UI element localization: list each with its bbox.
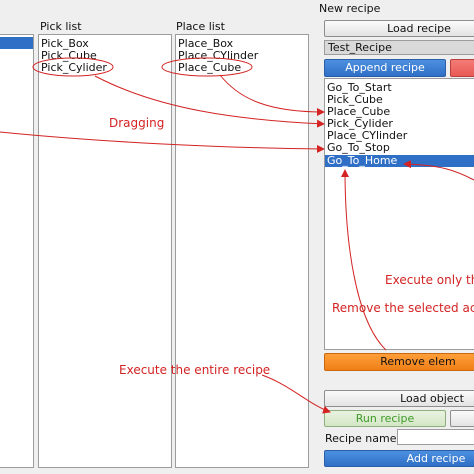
recipe-name-display: Test_Recipe [324, 40, 474, 55]
annotation-execute-only: Execute only the [385, 273, 474, 287]
recipe-step-selected-row[interactable]: Go_To_Home [325, 155, 474, 167]
annotation-dragging: Dragging [109, 116, 165, 130]
place-list-panel[interactable]: Place_Box Place_CYlinder Place_Cube [175, 34, 309, 468]
remove-element-button[interactable]: Remove elem [324, 353, 474, 371]
recipe-name-text: Test_Recipe [328, 41, 392, 54]
pick-list-panel[interactable]: Pick_Box Pick_Cube Pick_Cylider [38, 34, 172, 468]
place-list-header: Place list [176, 20, 225, 33]
recipe-name-label: Recipe name: [325, 432, 401, 445]
annotation-execute-entire: Execute the entire recipe [119, 363, 271, 377]
append-recipe-button[interactable]: Append recipe [324, 59, 446, 77]
pick-list-header: Pick list [40, 20, 82, 33]
recipe-name-input[interactable] [397, 429, 474, 445]
recipe-steps-panel[interactable]: Go_To_Start Pick_Cube Place_Cube Pick_Cy… [324, 78, 474, 350]
left-list-panel[interactable] [0, 34, 34, 468]
load-recipe-button[interactable]: Load recipe [324, 20, 474, 37]
delete-recipe-button[interactable] [450, 59, 474, 77]
recipe-step-selected-label: Go_To_Home [327, 154, 398, 167]
place-list-item[interactable]: Place_Cube [178, 61, 242, 74]
pick-list-item[interactable]: Pick_Cylider [41, 61, 107, 74]
add-recipe-button[interactable]: Add recipe [324, 450, 474, 467]
place-list-item[interactable]: Place_Box [178, 37, 234, 50]
load-objects-button[interactable]: Load object [324, 390, 474, 407]
run-recipe-button[interactable]: Run recipe [324, 410, 446, 427]
new-recipe-header: New recipe [319, 2, 381, 15]
stop-recipe-button[interactable] [450, 410, 474, 427]
recipe-step-item[interactable]: Go_To_Stop [327, 141, 390, 154]
recipe-step-item[interactable]: Place_CYlinder [327, 129, 408, 142]
recipe-step-item[interactable]: Go_To_Start [327, 81, 392, 94]
recipe-step-item[interactable]: Place_Cube [327, 105, 391, 118]
pick-list-item[interactable]: Pick_Box [41, 37, 89, 50]
annotation-remove-selected: Remove the selected acti [332, 301, 474, 315]
left-list-selected-row[interactable] [0, 37, 33, 49]
recipe-step-item[interactable]: Pick_Cube [327, 93, 383, 106]
recipe-step-item[interactable]: Pick_Cylider [327, 117, 393, 130]
